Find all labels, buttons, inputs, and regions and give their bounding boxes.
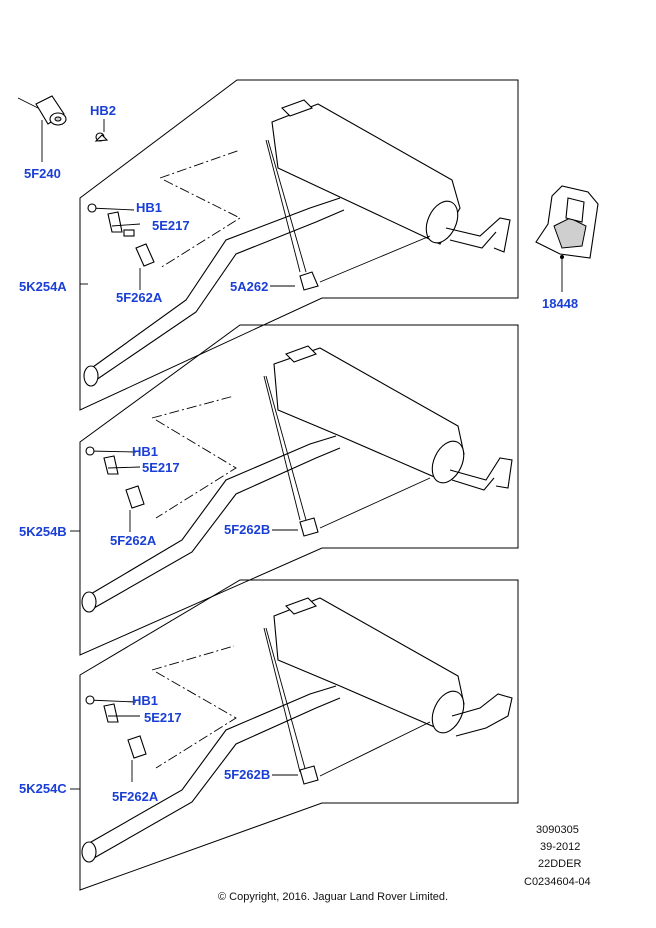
panel-a-assembly [80,99,511,387]
callout-5K254B[interactable]: 5K254B [19,524,67,539]
panel-c-assembly [70,597,513,863]
panel-a-frame [79,79,519,411]
panel-b-frame [79,324,519,656]
panel-c-frame [79,579,519,891]
heat-shield-18448 [535,185,599,292]
callout-HB2[interactable]: HB2 [90,103,116,118]
panel-b-assembly [70,345,513,613]
ref-number: 3090305 [536,824,579,836]
callout-b-5F262A[interactable]: 5F262A [110,533,157,548]
rubber-insulator-5F240 [17,95,67,162]
copyright: © Copyright, 2016. Jaguar Land Rover Lim… [218,891,448,903]
ref-date: 39-2012 [540,841,580,853]
callout-a-5F262A[interactable]: 5F262A [116,290,163,305]
callout-c-5F262A[interactable]: 5F262A [112,789,159,804]
callout-5K254A[interactable]: 5K254A [19,279,67,294]
callout-18448[interactable]: 18448 [542,296,578,311]
callout-b-5F262B[interactable]: 5F262B [224,522,270,537]
callout-5K254C[interactable]: 5K254C [19,781,67,796]
callout-a-HB1[interactable]: HB1 [136,200,162,215]
callout-a-5E217[interactable]: 5E217 [152,218,190,233]
bolt-HB2 [94,119,109,142]
callout-c-5E217[interactable]: 5E217 [144,710,182,725]
callout-5F240[interactable]: 5F240 [24,166,61,181]
callout-b-5E217[interactable]: 5E217 [142,460,180,475]
callout-5A262[interactable]: 5A262 [230,279,268,294]
callout-b-HB1[interactable]: HB1 [132,444,158,459]
ref-catalog: C0234604-04 [524,876,591,888]
callout-c-5F262B[interactable]: 5F262B [224,767,270,782]
ref-code: 22DDER [538,858,581,870]
callout-c-HB1[interactable]: HB1 [132,693,158,708]
